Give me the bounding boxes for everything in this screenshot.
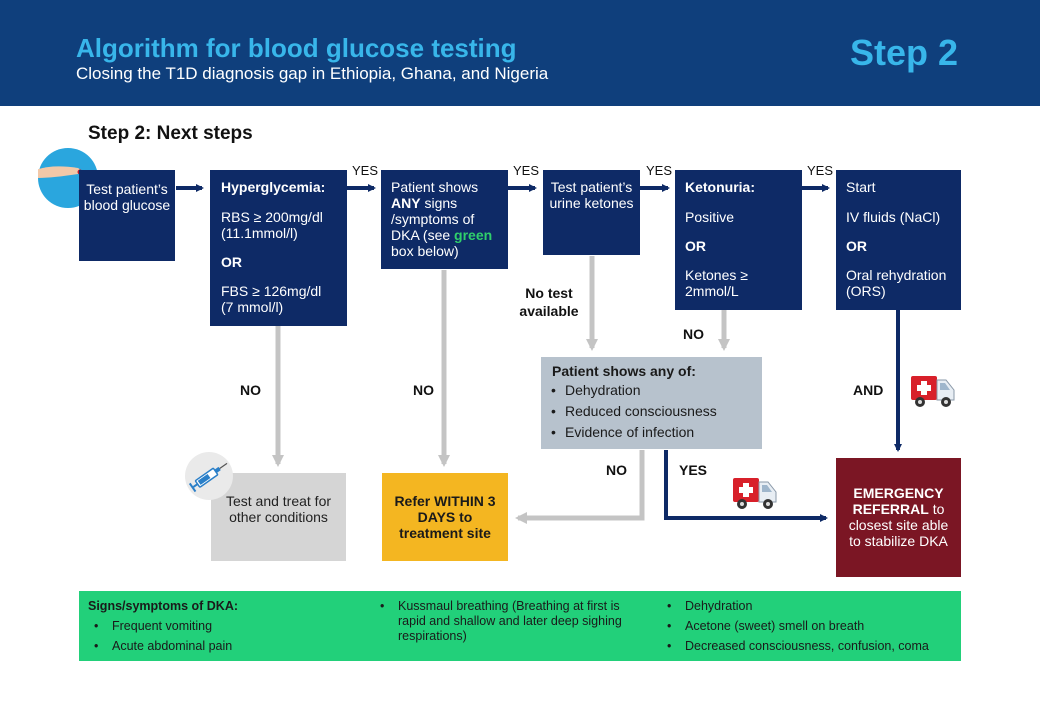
node-test-treat-other: Test and treat for other conditions <box>211 473 346 561</box>
label-yes-1: YES <box>352 163 379 178</box>
ambulance-icon <box>732 476 778 510</box>
dka-text-pre: Patient shows <box>391 179 479 195</box>
node-hyperglycemia: Hyperglycemia: RBS ≥ 200mg/dl (11.1mmol/… <box>210 170 347 326</box>
any-of-item: Reduced consciousness <box>543 401 756 422</box>
label-yes-3: YES <box>646 163 673 178</box>
label-and: AND <box>853 382 884 398</box>
dka-heading: Signs/symptoms of DKA: <box>88 599 239 613</box>
dka-col-2: Kussmaul breathing (Breathing at first i… <box>374 599 639 644</box>
label-no-dka: NO <box>413 382 434 398</box>
refer-text: Refer WITHIN 3 DAYS to treatment site <box>394 493 496 541</box>
header-banner <box>0 0 1040 106</box>
dka-text-any: ANY <box>391 195 421 211</box>
page-title: Algorithm for blood glucose testing <box>76 33 517 63</box>
label-yes-4: YES <box>807 163 834 178</box>
hyperglycemia-title: Hyperglycemia: <box>221 179 326 195</box>
label-no-any-of: NO <box>606 462 627 478</box>
start-iv-fluids: IV fluids (NaCl) <box>846 209 941 225</box>
node-test-urine-text: Test patient’s urine ketones <box>549 179 634 211</box>
ketonuria-title: Ketonuria: <box>685 179 755 195</box>
dka-sign-item: Kussmaul breathing (Breathing at first i… <box>374 599 639 644</box>
ketonuria-value: Ketones ≥ 2mmol/L <box>685 267 748 299</box>
step-badge: Step 2 <box>850 32 959 73</box>
start-or: OR <box>846 238 867 254</box>
node-start-treatment: Start IV fluids (NaCl) OR Oral rehydrati… <box>836 170 961 310</box>
test-treat-text: Test and treat for other conditions <box>225 493 332 525</box>
dka-col-2-list: Kussmaul breathing (Breathing at first i… <box>374 599 639 644</box>
arrow-anyof-no-to-refer <box>515 450 645 524</box>
ketonuria-positive: Positive <box>685 209 735 225</box>
emergency-rest: to closest site able to stabilize DKA <box>848 501 949 549</box>
start-ors: Oral rehydration (ORS) <box>846 267 947 299</box>
label-no-test-available: No test available <box>519 285 579 319</box>
label-no-hyperglycemia: NO <box>240 382 261 398</box>
hyperglycemia-rbs: RBS ≥ 200mg/dl (11.1mmol/l) <box>221 209 323 241</box>
node-test-urine-ketones: Test patient’s urine ketones <box>543 170 640 255</box>
emergency-bold: EMERGENCY REFERRAL <box>852 485 944 517</box>
dka-col-1: Signs/symptoms of DKA: Frequent vomiting… <box>88 596 358 656</box>
dka-text-mid: signs /symptoms of DKA (see <box>391 195 475 243</box>
any-of-item: Evidence of infection <box>543 422 756 443</box>
dka-sign-item: Dehydration <box>661 596 959 616</box>
dka-sign-item: Decreased consciousness, confusion, coma <box>661 636 959 656</box>
dka-text-post: box below) <box>391 243 459 259</box>
node-refer-within-3-days: Refer WITHIN 3 DAYS to treatment site <box>382 473 508 561</box>
any-of-item: Dehydration <box>543 380 756 401</box>
dka-sign-item: Frequent vomiting <box>88 616 358 636</box>
node-ketonuria: Ketonuria: Positive OR Ketones ≥ 2mmol/L <box>675 170 802 310</box>
dka-col-1-list: Frequent vomitingAcute abdominal pain <box>88 616 358 656</box>
section-title: Step 2: Next steps <box>88 123 253 144</box>
dka-signs-box: Signs/symptoms of DKA: Frequent vomiting… <box>79 591 961 661</box>
syringe-icon <box>185 452 233 500</box>
arrow-anyof-yes-to-emergency <box>664 450 828 522</box>
start-title: Start <box>846 179 876 195</box>
ketonuria-or: OR <box>685 238 706 254</box>
label-yes-2: YES <box>513 163 540 178</box>
node-test-blood-glucose-text: Test patient’s blood glucose <box>83 181 171 213</box>
dka-col-3: DehydrationAcetone (sweet) smell on brea… <box>661 596 959 656</box>
hyperglycemia-or: OR <box>221 254 242 270</box>
node-dka-signs: Patient shows ANY signs /symptoms of DKA… <box>381 170 508 269</box>
label-yes-any-of: YES <box>679 462 708 478</box>
ambulance-icon <box>910 374 956 408</box>
any-of-list: DehydrationReduced consciousnessEvidence… <box>543 380 756 443</box>
label-no-ketonuria: NO <box>683 326 704 342</box>
node-test-blood-glucose: Test patient’s blood glucose <box>79 170 175 261</box>
dka-sign-item: Acute abdominal pain <box>88 636 358 656</box>
node-patient-shows-any-of: Patient shows any of: DehydrationReduced… <box>541 357 762 449</box>
dka-col-3-list: DehydrationAcetone (sweet) smell on brea… <box>661 596 959 656</box>
dka-sign-item: Acetone (sweet) smell on breath <box>661 616 959 636</box>
page-subtitle: Closing the T1D diagnosis gap in Ethiopi… <box>76 64 549 83</box>
node-emergency-referral: EMERGENCY REFERRAL to closest site able … <box>836 458 961 577</box>
any-of-title: Patient shows any of: <box>552 363 696 379</box>
hyperglycemia-fbs: FBS ≥ 126mg/dl (7 mmol/l) <box>221 283 322 315</box>
dka-text-green: green <box>454 227 493 243</box>
